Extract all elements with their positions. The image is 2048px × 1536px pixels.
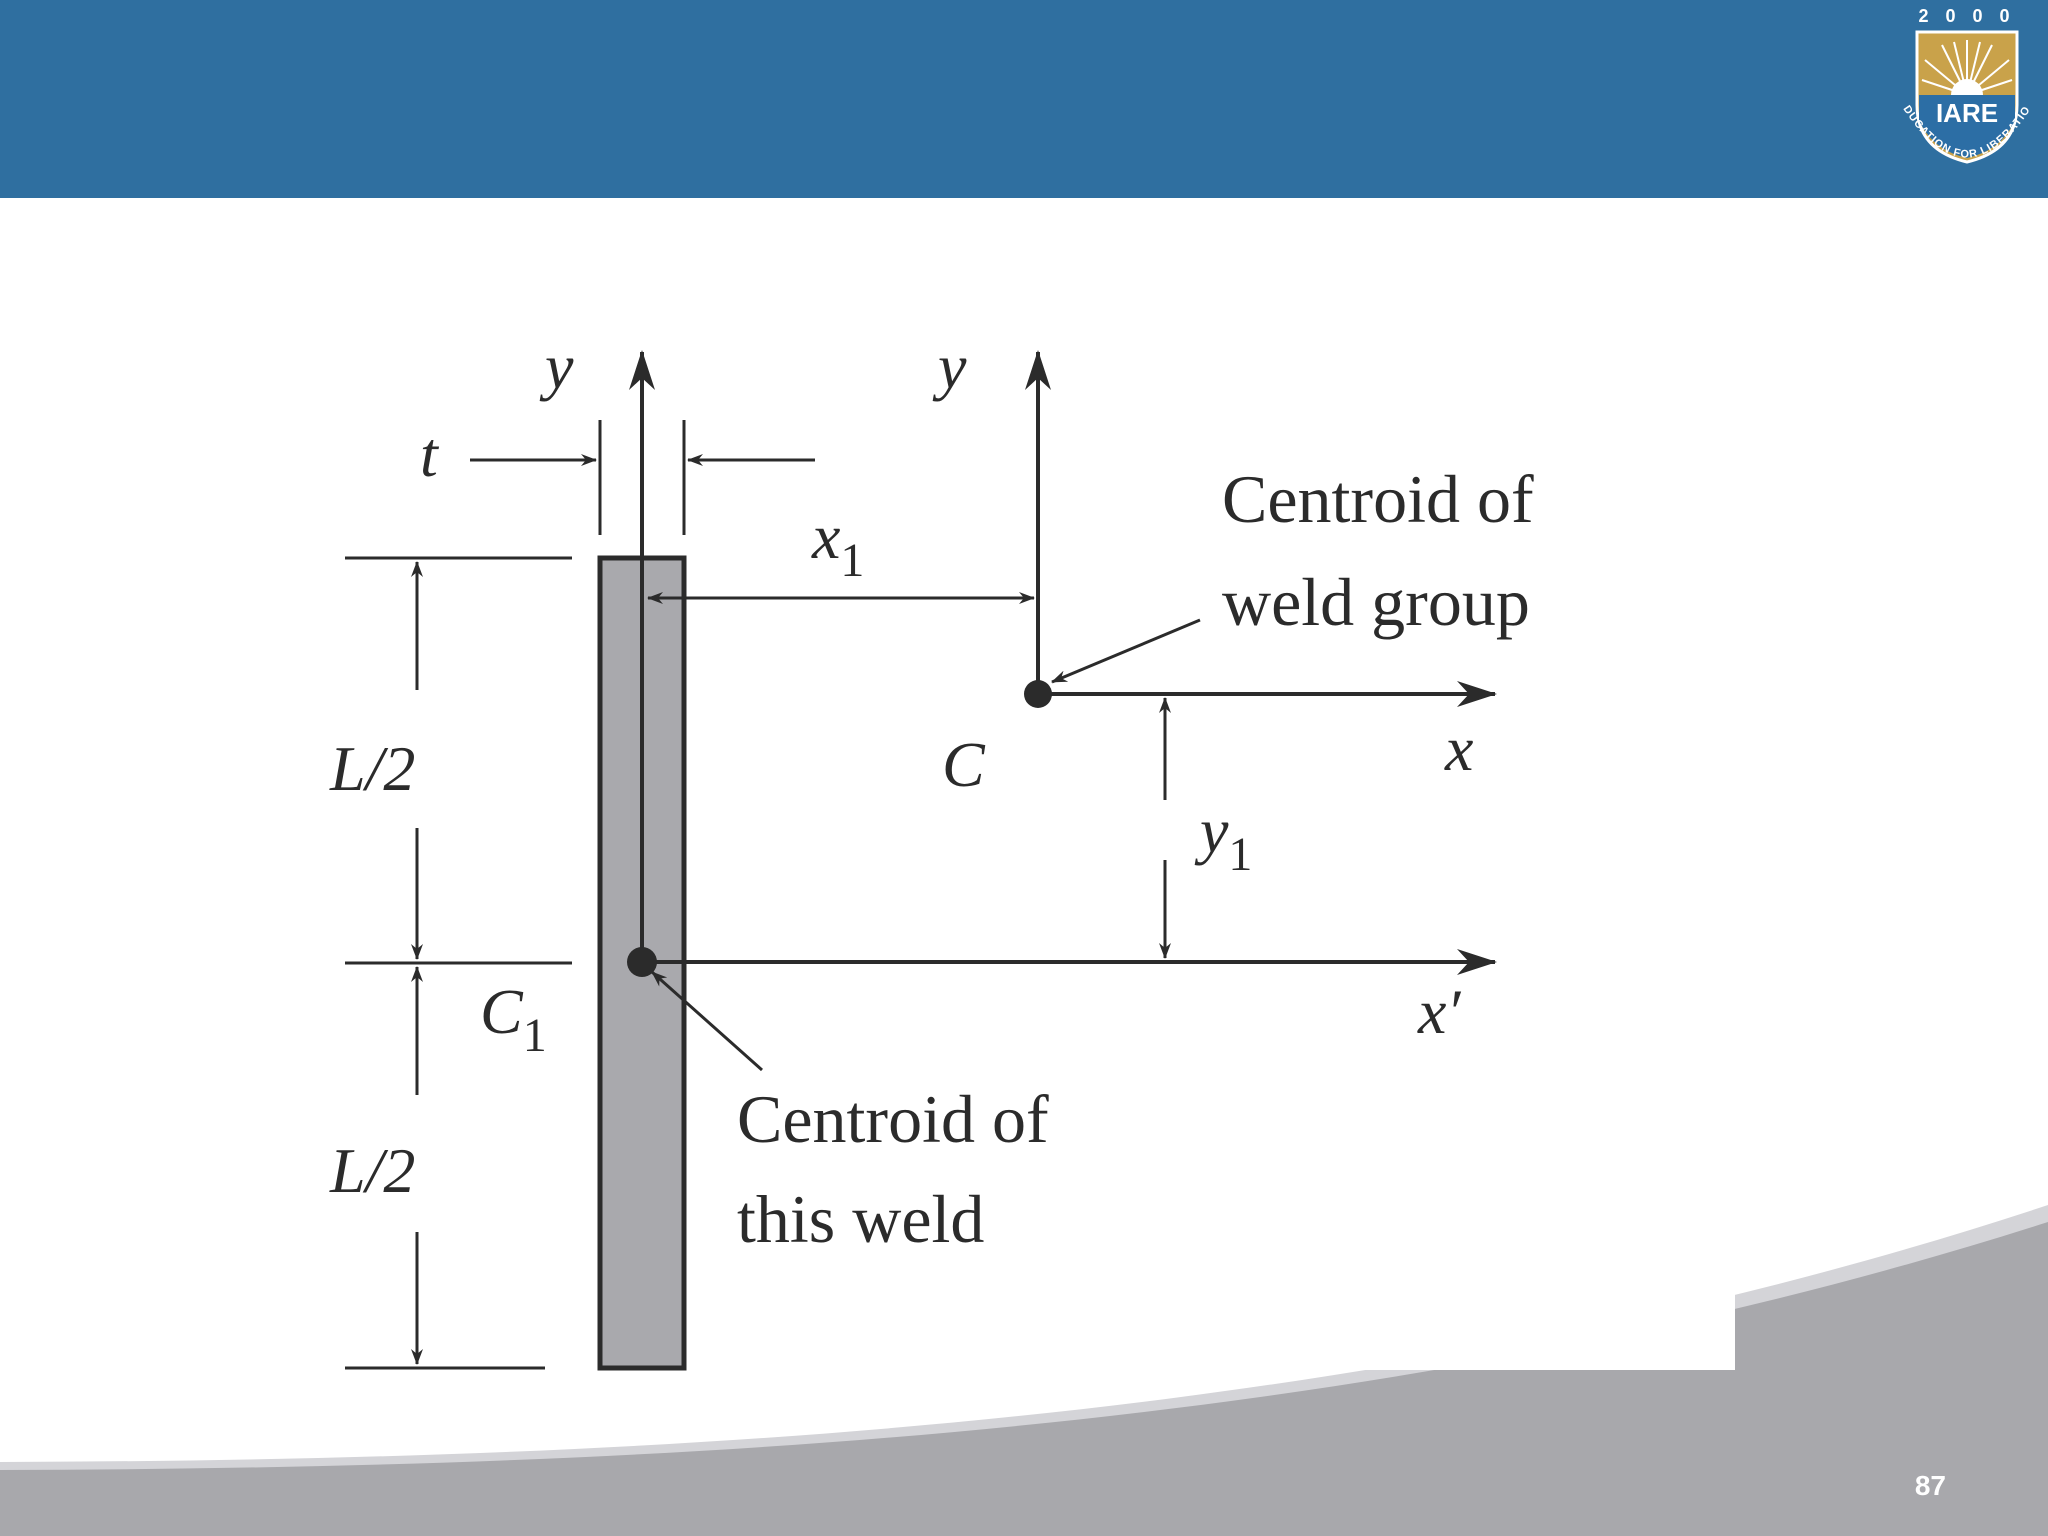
label-weld-line1: Centroid of: [737, 1081, 1049, 1157]
label-y-right: y: [932, 331, 967, 402]
group-centroid-leader: [1051, 618, 1201, 684]
header-bar: [0, 0, 2048, 198]
label-c: C: [942, 729, 986, 800]
label-y-left: y: [539, 331, 574, 402]
label-x-prime: x′: [1417, 976, 1461, 1047]
label-weld-line2: this weld: [737, 1181, 984, 1257]
label-group-line1: Centroid of: [1222, 461, 1534, 537]
label-t: t: [420, 419, 440, 490]
label-c1: C1: [480, 976, 547, 1062]
logo-brand-text: IARE: [1936, 98, 1998, 128]
logo-year-text: 2 0 0 0: [1918, 6, 2015, 26]
label-l-half-bottom: L/2: [329, 1135, 415, 1206]
diagram-panel: [280, 300, 1735, 1370]
weld-centroid-point: [627, 947, 657, 977]
group-centroid-point: [1024, 680, 1052, 708]
label-group-line2: weld group: [1222, 564, 1530, 640]
label-l-half-top: L/2: [329, 733, 415, 804]
logo-band: [1919, 95, 2015, 158]
label-x1: x1: [811, 501, 864, 587]
page-number: 87: [1914, 1470, 1946, 1501]
label-y1: y1: [1194, 795, 1252, 881]
label-x: x: [1444, 713, 1473, 784]
weld-centroid-leader: [651, 970, 763, 1072]
